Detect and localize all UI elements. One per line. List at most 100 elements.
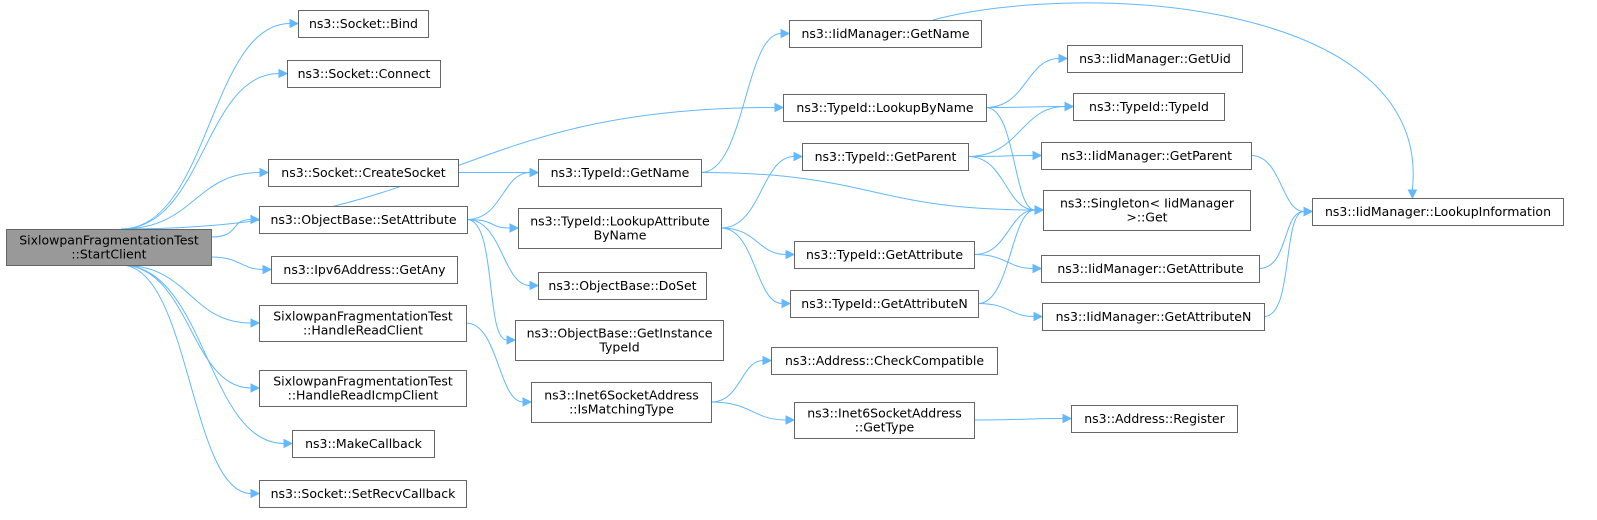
node-tid-type-id[interactable]: ns3::TypeId::TypeId — [1073, 93, 1225, 121]
node-obj-set-attr[interactable]: ns3::ObjectBase::SetAttribute — [259, 206, 468, 234]
edge-tid-get-name-to-iid-get-name — [700, 33, 782, 173]
edge-obj-set-attr-to-tid-get-name — [466, 172, 531, 220]
node-label: ns3::IidManager::GetUid — [1079, 51, 1231, 66]
edge-arrowhead — [529, 167, 540, 178]
node-box — [259, 370, 467, 407]
node-addr-check[interactable]: ns3::Address::CheckCompatible — [771, 347, 998, 375]
edge-arrowhead — [1064, 101, 1075, 112]
edge-arrowhead — [289, 18, 300, 29]
node-label: ns3::IidManager::GetAttribute — [1057, 261, 1244, 276]
node-box — [538, 159, 702, 187]
node-label: TypeId — [598, 340, 639, 355]
edge-arrowhead — [262, 264, 273, 275]
node-box — [6, 229, 212, 266]
node-box — [1041, 142, 1252, 170]
node-box — [271, 256, 458, 284]
edge-tid-get-name-to-singleton-get — [700, 172, 1036, 211]
node-label: ns3::TypeId::GetAttribute — [806, 247, 963, 262]
node-label: ns3::TypeId::GetName — [551, 165, 690, 180]
edge-arrowhead — [283, 438, 294, 449]
node-box — [268, 159, 459, 187]
node-label: ns3::Socket::SetRecvCallback — [271, 486, 456, 501]
node-set-recv[interactable]: ns3::Socket::SetRecvCallback — [259, 480, 467, 508]
edge-tid-get-attr-to-singleton-get — [973, 209, 1036, 255]
edge-arrowhead — [259, 167, 270, 178]
edge-tid-lookup-name-to-singleton-get — [985, 107, 1036, 211]
node-label: ns3::Address::Register — [1084, 411, 1225, 426]
edge-handle-read-to-inet-match — [465, 322, 524, 403]
call-edges — [120, 2, 1418, 499]
edge-arrowhead — [780, 28, 791, 39]
node-sock-connect[interactable]: ns3::Socket::Connect — [287, 60, 441, 88]
node-tid-get-name[interactable]: ns3::TypeId::GetName — [538, 159, 702, 187]
node-label: ::IsMatchingType — [569, 402, 674, 417]
edge-arrowhead — [1303, 206, 1314, 217]
call-nodes: SixlowpanFragmentationTest::StartClientn… — [6, 10, 1564, 508]
node-label: ns3::Singleton< IidManager — [1060, 196, 1235, 211]
edge-arrowhead — [522, 397, 533, 407]
edge-tid-lookup-attr-to-tid-get-attr-n — [720, 227, 783, 304]
node-label: ns3::ObjectBase::SetAttribute — [270, 212, 456, 227]
node-tid-get-attr-n[interactable]: ns3::TypeId::GetAttributeN — [790, 290, 979, 318]
node-sock-create[interactable]: ns3::Socket::CreateSocket — [268, 159, 459, 187]
edge-obj-set-attr-to-tid-lookup-attr — [466, 219, 511, 229]
node-label: ns3::TypeId::GetAttributeN — [801, 296, 967, 311]
node-iid-get-parent[interactable]: ns3::IidManager::GetParent — [1041, 142, 1252, 170]
node-ipv6-any[interactable]: ns3::Ipv6Address::GetAny — [271, 256, 458, 284]
node-sock-bind[interactable]: ns3::Socket::Bind — [298, 10, 429, 38]
node-label: >::Get — [1126, 210, 1167, 225]
edge-arrowhead — [509, 223, 520, 233]
node-tid-get-parent[interactable]: ns3::TypeId::GetParent — [802, 143, 969, 171]
edge-inet-get-type-to-addr-register — [973, 418, 1064, 421]
node-box — [518, 208, 722, 249]
node-label: SixlowpanFragmentationTest — [273, 374, 453, 389]
edge-tid-get-parent-to-iid-get-parent — [967, 155, 1034, 157]
edge-tid-get-attr-n-to-iid-get-attr-n — [977, 303, 1035, 317]
node-label: ns3::IidManager::GetName — [801, 26, 969, 41]
edge-obj-set-attr-to-obj-do-set — [466, 219, 531, 286]
node-box — [802, 143, 969, 171]
node-iid-get-attr[interactable]: ns3::IidManager::GetAttribute — [1041, 255, 1260, 283]
node-label: ByName — [594, 228, 647, 243]
node-root[interactable]: SixlowpanFragmentationTest::StartClient — [6, 229, 212, 266]
edge-arrowhead — [785, 415, 796, 425]
node-tid-get-attr[interactable]: ns3::TypeId::GetAttribute — [794, 241, 975, 269]
node-inet-get-type[interactable]: ns3::Inet6SocketAddress::GetType — [794, 402, 975, 439]
edge-arrowhead — [1032, 150, 1043, 161]
node-obj-do-set[interactable]: ns3::ObjectBase::DoSet — [538, 272, 707, 300]
node-tid-lookup-name[interactable]: ns3::TypeId::LookupByName — [783, 94, 987, 122]
edge-arrowhead — [506, 335, 517, 345]
node-label: ns3::TypeId::LookupAttribute — [530, 214, 710, 229]
edge-arrowhead — [529, 280, 540, 291]
edge-arrowhead — [250, 214, 261, 225]
edge-arrowhead — [250, 318, 261, 328]
node-handle-read[interactable]: SixlowpanFragmentationTest::HandleReadCl… — [259, 305, 467, 342]
edge-root-to-sock-bind — [120, 23, 291, 230]
edge-tid-get-attr-n-to-singleton-get — [977, 209, 1036, 304]
node-handle-icmp[interactable]: SixlowpanFragmentationTest::HandleReadIc… — [259, 370, 467, 407]
node-label: ns3::Inet6SocketAddress — [807, 406, 962, 421]
edge-arrowhead — [278, 68, 289, 79]
node-label: ns3::TypeId::TypeId — [1089, 99, 1209, 114]
edge-arrowhead — [793, 151, 804, 162]
edge-arrowhead — [1032, 263, 1043, 274]
node-iid-get-name[interactable]: ns3::IidManager::GetName — [789, 20, 982, 48]
node-box — [287, 60, 441, 88]
node-iid-lookup-info[interactable]: ns3::IidManager::LookupInformation — [1312, 198, 1564, 226]
node-iid-get-uid[interactable]: ns3::IidManager::GetUid — [1067, 45, 1243, 73]
node-addr-register[interactable]: ns3::Address::Register — [1071, 405, 1238, 433]
node-singleton-get[interactable]: ns3::Singleton< IidManager >::Get — [1043, 190, 1251, 231]
node-label: ns3::TypeId::GetParent — [815, 149, 957, 164]
node-box — [298, 10, 429, 38]
node-label: ns3::Ipv6Address::GetAny — [283, 262, 446, 277]
node-box — [531, 382, 712, 423]
node-iid-get-attr-n[interactable]: ns3::IidManager::GetAttributeN — [1042, 303, 1265, 331]
node-label: ::StartClient — [71, 247, 146, 262]
node-inet-match[interactable]: ns3::Inet6SocketAddress::IsMatchingType — [531, 382, 712, 423]
node-make-cb[interactable]: ns3::MakeCallback — [292, 430, 435, 458]
edge-arrowhead — [250, 383, 261, 393]
edge-tid-lookup-attr-to-tid-get-parent — [720, 156, 795, 229]
